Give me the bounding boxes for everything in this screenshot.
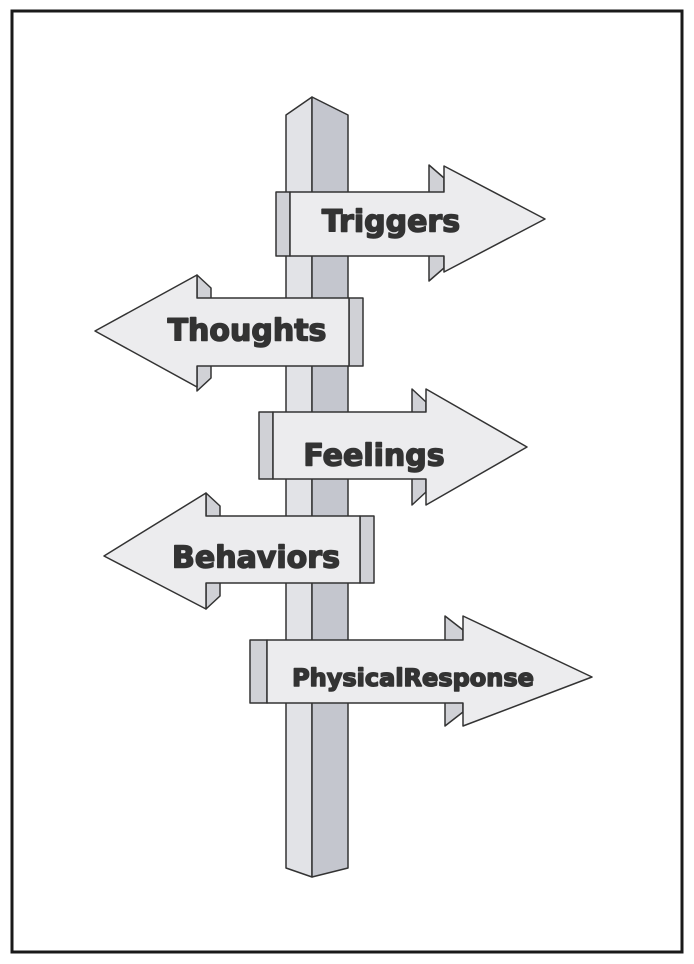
sign-2: Thoughts (94, 274, 364, 392)
sign-3-arrow (272, 388, 528, 506)
sign-5-edge (249, 639, 268, 704)
sign-1-arrow (289, 165, 546, 273)
sign-3: Feelings (258, 388, 528, 506)
sign-5-label: PhysicalResponse (292, 664, 534, 692)
sign-3-edge (258, 411, 274, 480)
sign-4-label: Behaviors (172, 541, 340, 576)
sign-1-edge (275, 191, 291, 257)
sign-4: Behaviors (103, 492, 375, 610)
sign-5-arrow (266, 615, 593, 727)
sign-1-label: Triggers (322, 205, 460, 240)
sign-2-label: Thoughts (168, 314, 327, 349)
sign-1: Triggers (275, 164, 546, 282)
sign-2-edge (348, 297, 364, 367)
sign-4-arrow (103, 492, 361, 610)
sign-2-arrow (94, 274, 350, 388)
sign-3-label: Feelings (303, 439, 444, 474)
sign-4-edge (359, 515, 375, 584)
sign-5: PhysicalResponse (249, 615, 593, 727)
